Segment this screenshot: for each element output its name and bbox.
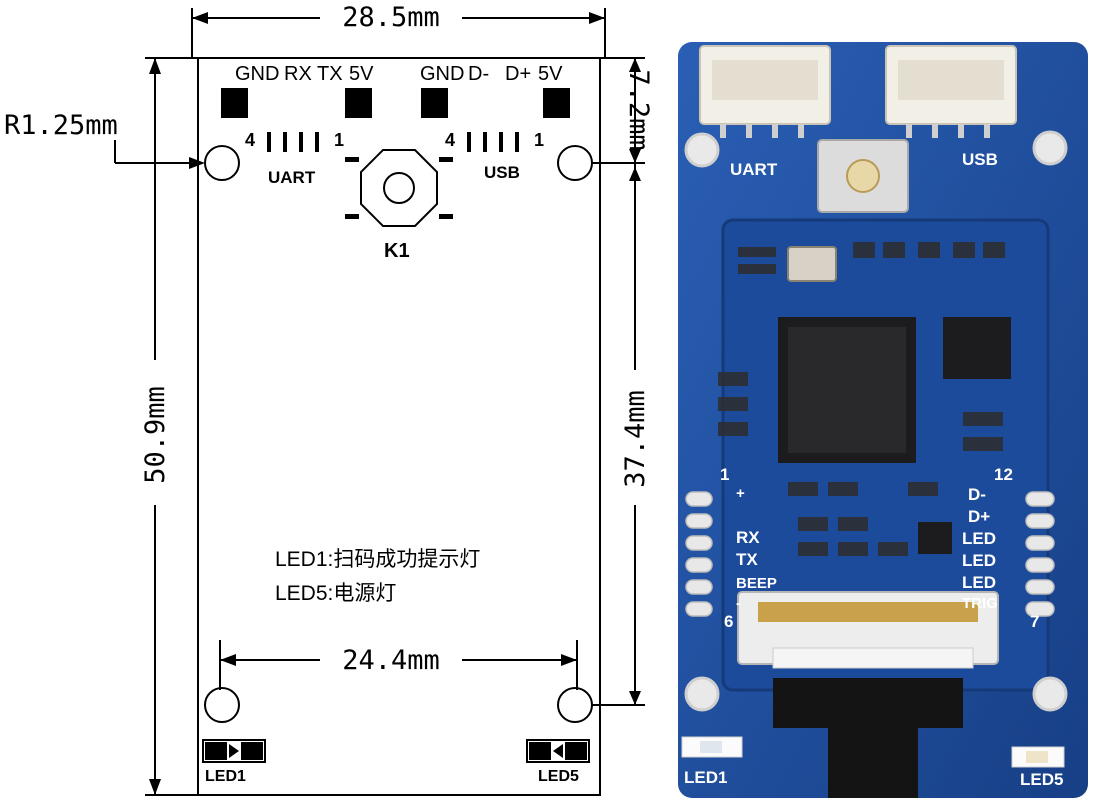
uart-connector-ticks bbox=[267, 132, 319, 152]
usb-connector-ticks bbox=[467, 132, 519, 152]
photo-left-pin-minus: - bbox=[736, 595, 741, 612]
usb-pin-dminus: D- bbox=[468, 63, 490, 85]
photo-led5-label: LED5 bbox=[1020, 770, 1064, 789]
usb-pad-5v bbox=[543, 88, 570, 118]
photo-mcu bbox=[778, 317, 916, 463]
photo-flash-chip bbox=[943, 317, 1011, 379]
usb-pin-gnd: GND bbox=[420, 63, 465, 85]
usb-pin-last-num: 1 bbox=[534, 130, 545, 150]
board-outline bbox=[197, 57, 601, 796]
mount-hole-tl bbox=[204, 145, 240, 181]
uart-pad-5v bbox=[345, 88, 372, 118]
led5-footprint bbox=[526, 739, 590, 763]
uart-pin-last-num: 1 bbox=[334, 130, 345, 150]
photo-right-header bbox=[1025, 491, 1055, 617]
led1-footprint bbox=[202, 739, 266, 763]
photo-right-pin-dminus: D- bbox=[968, 485, 986, 504]
photo-led5 bbox=[1011, 746, 1065, 768]
photo-left-bottom-num: 6 bbox=[724, 612, 734, 631]
usb-pin-first-num: 4 bbox=[445, 130, 456, 150]
led1-label: LED1 bbox=[205, 768, 246, 785]
photo-led1 bbox=[681, 736, 743, 758]
k1-label: K1 bbox=[384, 240, 410, 262]
led-note-1: LED1:扫码成功提示灯 bbox=[275, 548, 481, 571]
photo-uart-connector bbox=[699, 45, 831, 138]
radius-label: R1.25mm bbox=[4, 110, 118, 141]
photo-left-pin-plus: + bbox=[736, 485, 745, 502]
top-offset-label: 7.2mm bbox=[623, 69, 654, 151]
hole-pitch-v-label: 37.4mm bbox=[620, 390, 651, 488]
photo-right-pin-dplus: D+ bbox=[968, 507, 991, 526]
photo-right-pin-trig: TRIG bbox=[962, 595, 998, 612]
uart-pin-gnd: GND bbox=[235, 63, 280, 85]
photo-left-pin-beep: BEEP bbox=[736, 575, 777, 592]
board-photo bbox=[678, 42, 1088, 798]
photo-crystal bbox=[787, 246, 837, 282]
height-dimension-label: 50.9mm bbox=[140, 386, 171, 484]
photo-right-header-num: 12 bbox=[994, 465, 1013, 484]
uart-pad-gnd bbox=[221, 88, 248, 118]
usb-pad-gnd bbox=[421, 88, 448, 118]
photo-silk-usb: USB bbox=[962, 150, 998, 169]
photo-right-bottom-num: 7 bbox=[1030, 612, 1040, 631]
led5-label: LED5 bbox=[538, 768, 579, 785]
photo-silk-uart: UART bbox=[730, 160, 778, 179]
photo-hole-bl bbox=[684, 676, 720, 712]
mount-hole-br bbox=[557, 687, 593, 723]
photo-hole-br bbox=[1032, 676, 1068, 712]
usb-pin-dplus: D+ bbox=[505, 63, 532, 85]
usb-pin-5v: 5V bbox=[538, 63, 563, 85]
uart-pin-first-num: 4 bbox=[245, 130, 256, 150]
width-dimension-label: 28.5mm bbox=[342, 2, 440, 33]
led-note-5: LED5:电源灯 bbox=[275, 582, 397, 605]
uart-pin-rx: RX bbox=[284, 63, 312, 85]
hole-pitch-h-label: 24.4mm bbox=[342, 645, 440, 676]
photo-led1-label: LED1 bbox=[684, 768, 728, 787]
photo-k1-switch bbox=[817, 139, 909, 213]
mount-hole-bl bbox=[204, 687, 240, 723]
uart-pin-5v: 5V bbox=[349, 63, 374, 85]
photo-hole-tl bbox=[684, 132, 720, 168]
photo-right-pin-led-c: LED bbox=[962, 573, 996, 592]
mount-hole-tr bbox=[557, 145, 593, 181]
photo-hole-tr bbox=[1032, 130, 1068, 166]
photo-left-pin-rx: RX bbox=[736, 528, 760, 547]
photo-ffc-connector bbox=[737, 591, 999, 669]
photo-right-pin-led-b: LED bbox=[962, 551, 996, 570]
photo-left-header bbox=[685, 491, 713, 617]
k1-button-symbol bbox=[345, 149, 453, 227]
photo-left-header-num: 1 bbox=[720, 465, 730, 484]
photo-flat-cable bbox=[773, 678, 963, 798]
dimension-drawing bbox=[114, 8, 645, 796]
uart-label: UART bbox=[268, 168, 316, 187]
usb-label: USB bbox=[484, 163, 520, 182]
photo-small-chip bbox=[918, 522, 952, 554]
photo-usb-connector bbox=[885, 45, 1017, 138]
uart-pin-tx: TX bbox=[317, 63, 343, 85]
photo-right-pin-led-a: LED bbox=[962, 529, 996, 548]
photo-left-pin-tx: TX bbox=[736, 550, 758, 569]
